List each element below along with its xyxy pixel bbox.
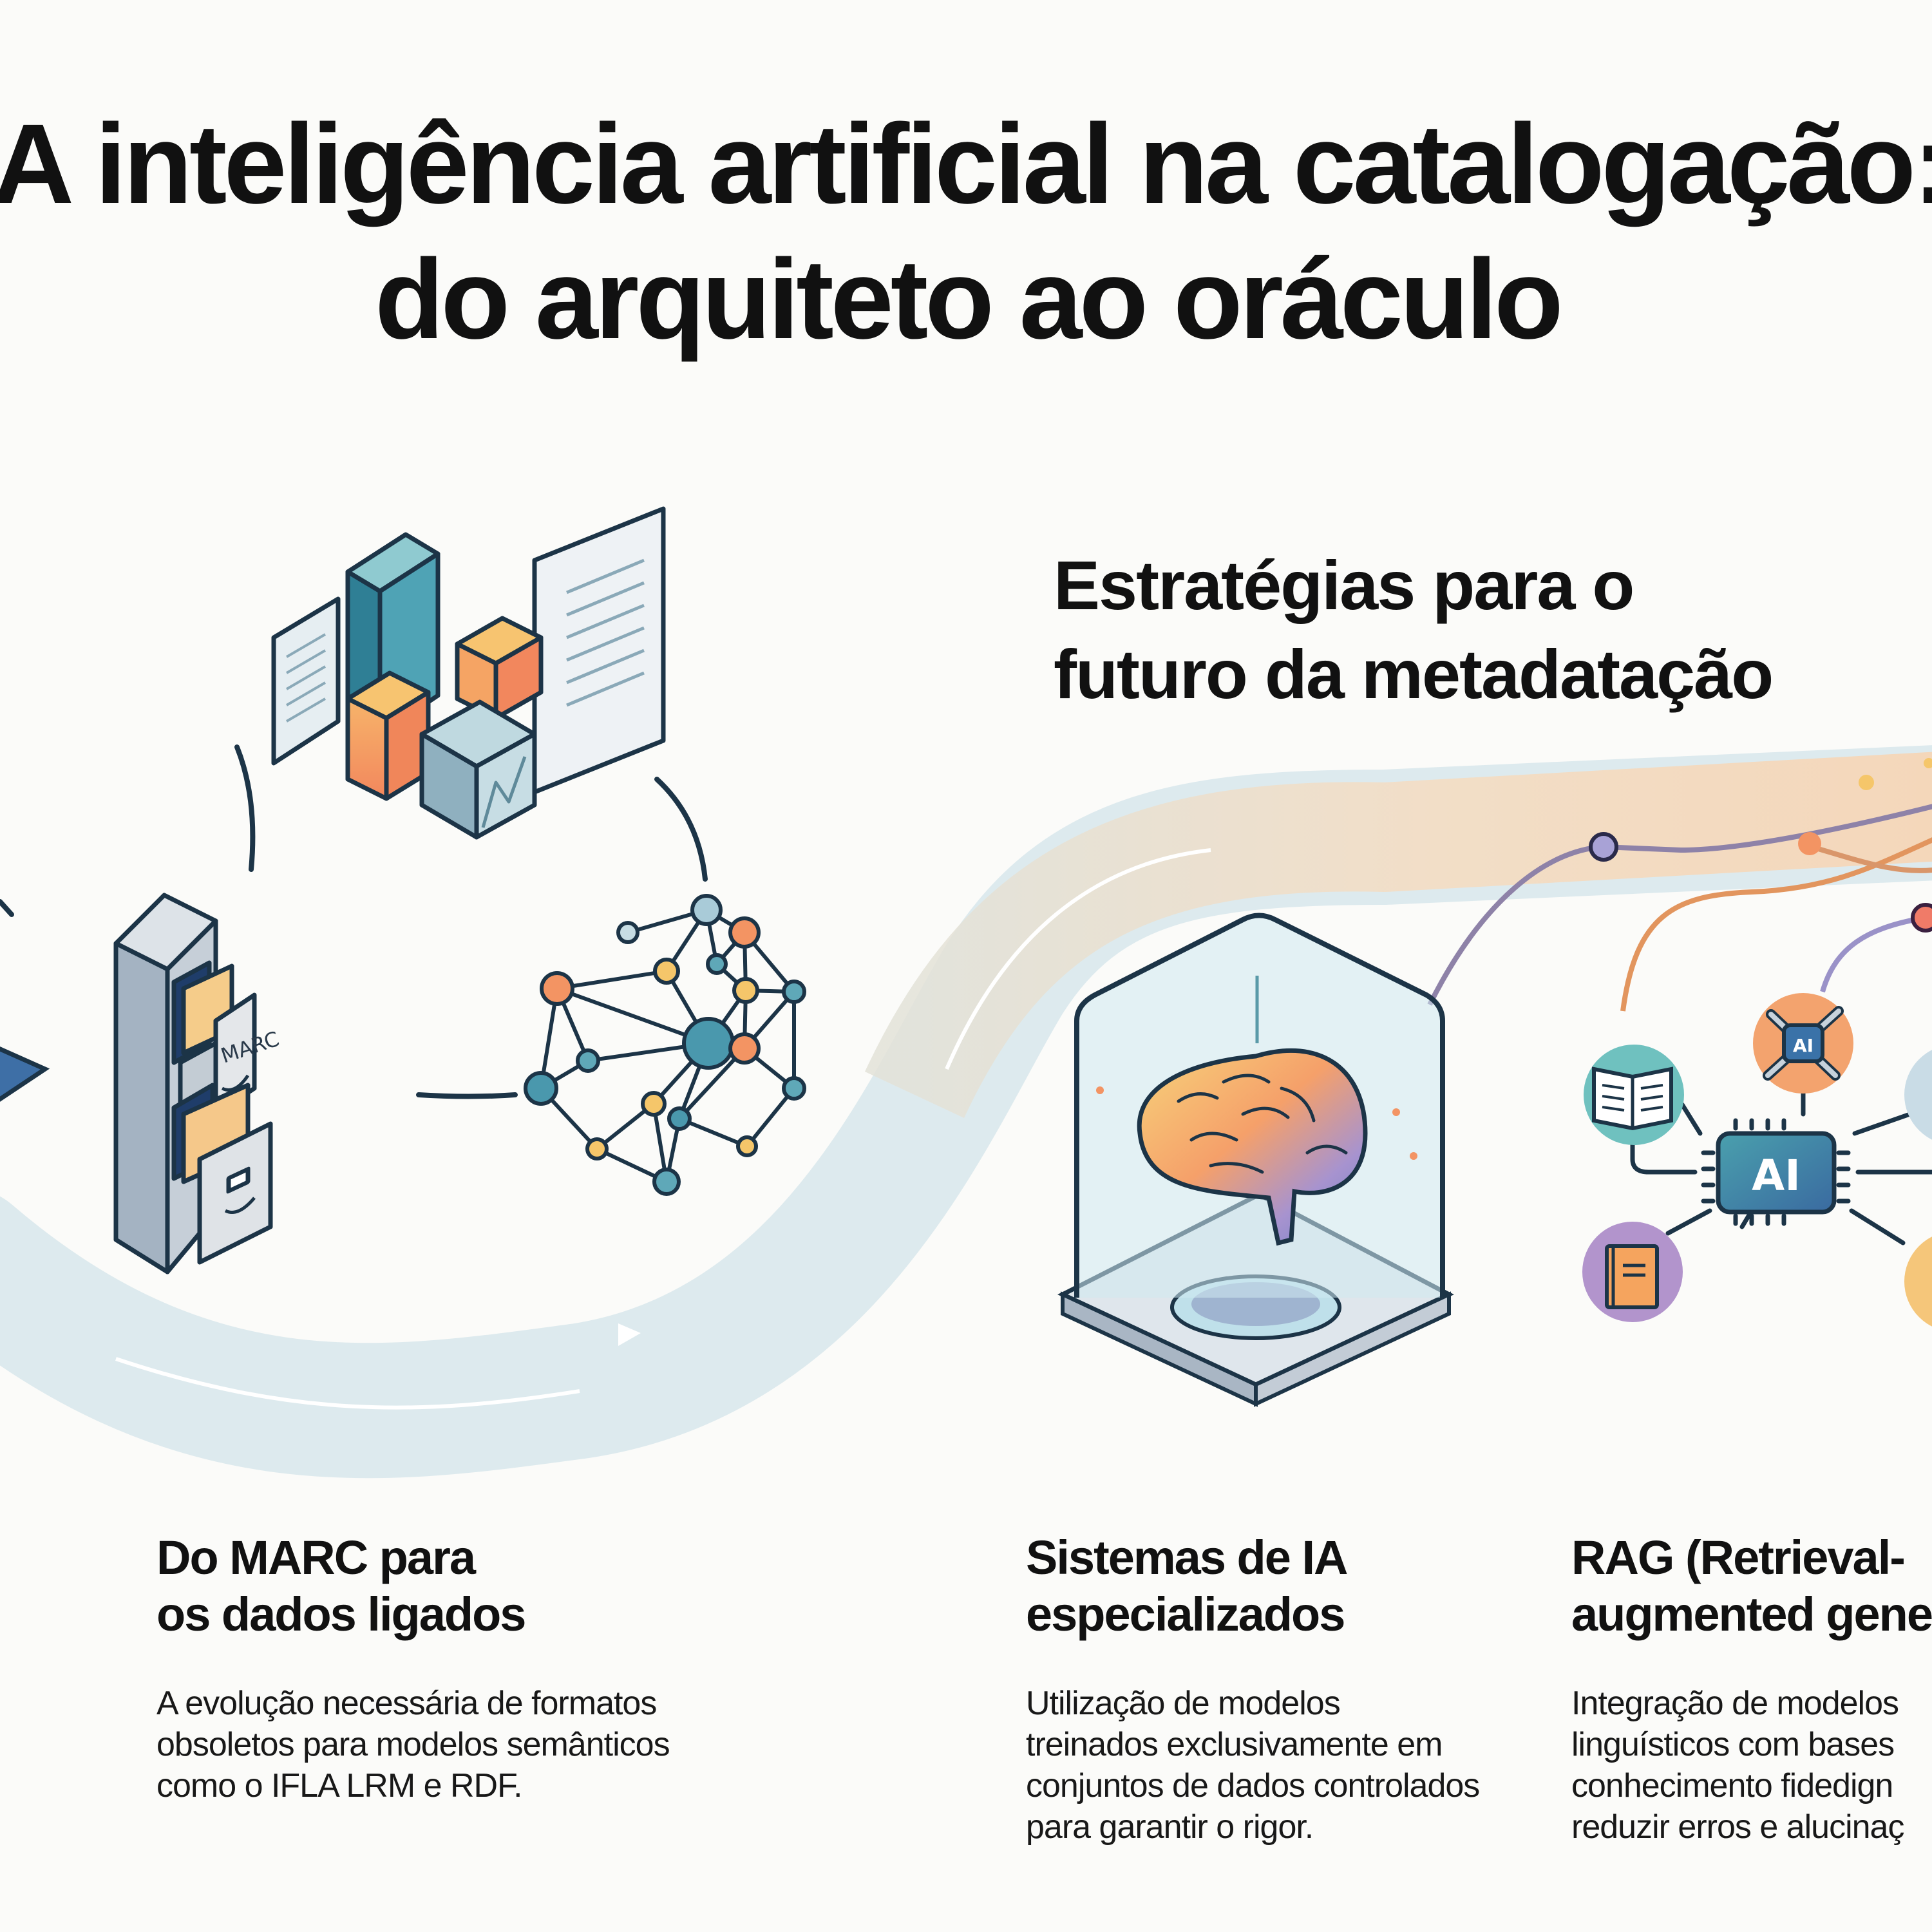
path-node-icon — [1589, 832, 1618, 862]
flow-arrow-icon — [618, 1323, 641, 1346]
page-title: A inteligência artificial na catalogação… — [0, 97, 1932, 367]
card-marc-linked-data: Do MARC para os dados ligados A evolução… — [156, 1530, 670, 1806]
ai-hub-diagram: AI AI — [1582, 993, 1932, 1327]
card-heading: Sistemas de IA especializados — [1026, 1531, 1348, 1641]
subtitle-line-1: Estratégias para o — [1054, 546, 1634, 624]
title-line-1: A inteligência artificial na catalogação… — [0, 101, 1932, 227]
subtitle-line-2: futuro da metadatação — [1054, 635, 1774, 713]
path-node-icon — [1911, 903, 1932, 933]
cycle-arcs — [0, 744, 708, 1099]
dot-icon — [1924, 758, 1932, 768]
card-specialized-ai-systems: Sistemas de IA especializados Utilização… — [1026, 1530, 1480, 1848]
ai-plugin-label: AI — [1793, 1035, 1814, 1056]
brain-glass-case-icon — [1057, 913, 1454, 1407]
dot-icon — [1859, 775, 1874, 790]
document-node-icon — [1904, 1050, 1932, 1140]
card-heading: RAG (Retrieval- augmented gene — [1571, 1531, 1932, 1641]
card-body: A evolução necessária de formatos obsole… — [156, 1685, 670, 1804]
section-subtitle: Estratégias para o futuro da metadatação — [1054, 541, 1932, 719]
ai-chip-label: AI — [1752, 1151, 1801, 1200]
data-blocks-icon — [271, 506, 666, 840]
open-book-icon — [1584, 1045, 1684, 1145]
ai-plugin-icon: AI — [1753, 993, 1853, 1094]
flow-path — [0, 745, 1932, 1479]
path-node-icon — [1798, 832, 1821, 855]
card-body: Utilização de modelos treinados exclusiv… — [1026, 1685, 1480, 1846]
filing-cabinet-icon: MARC — [113, 893, 282, 1274]
card-rag: RAG (Retrieval- augmented gene Integraçã… — [1571, 1530, 1932, 1848]
card-heading: Do MARC para os dados ligados — [156, 1531, 526, 1641]
connector-lines — [1427, 804, 1932, 1012]
ai-chip-icon: AI — [1701, 1118, 1851, 1226]
knowledge-graph-icon — [524, 894, 806, 1196]
closed-book-icon — [1582, 1222, 1683, 1322]
folder-node-icon — [1904, 1236, 1932, 1327]
title-line-2: do arquiteto ao oráculo — [375, 236, 1564, 363]
floor-tile-icon — [0, 1046, 50, 1102]
card-body: Integração de modelos linguísticos com b… — [1571, 1685, 1904, 1846]
